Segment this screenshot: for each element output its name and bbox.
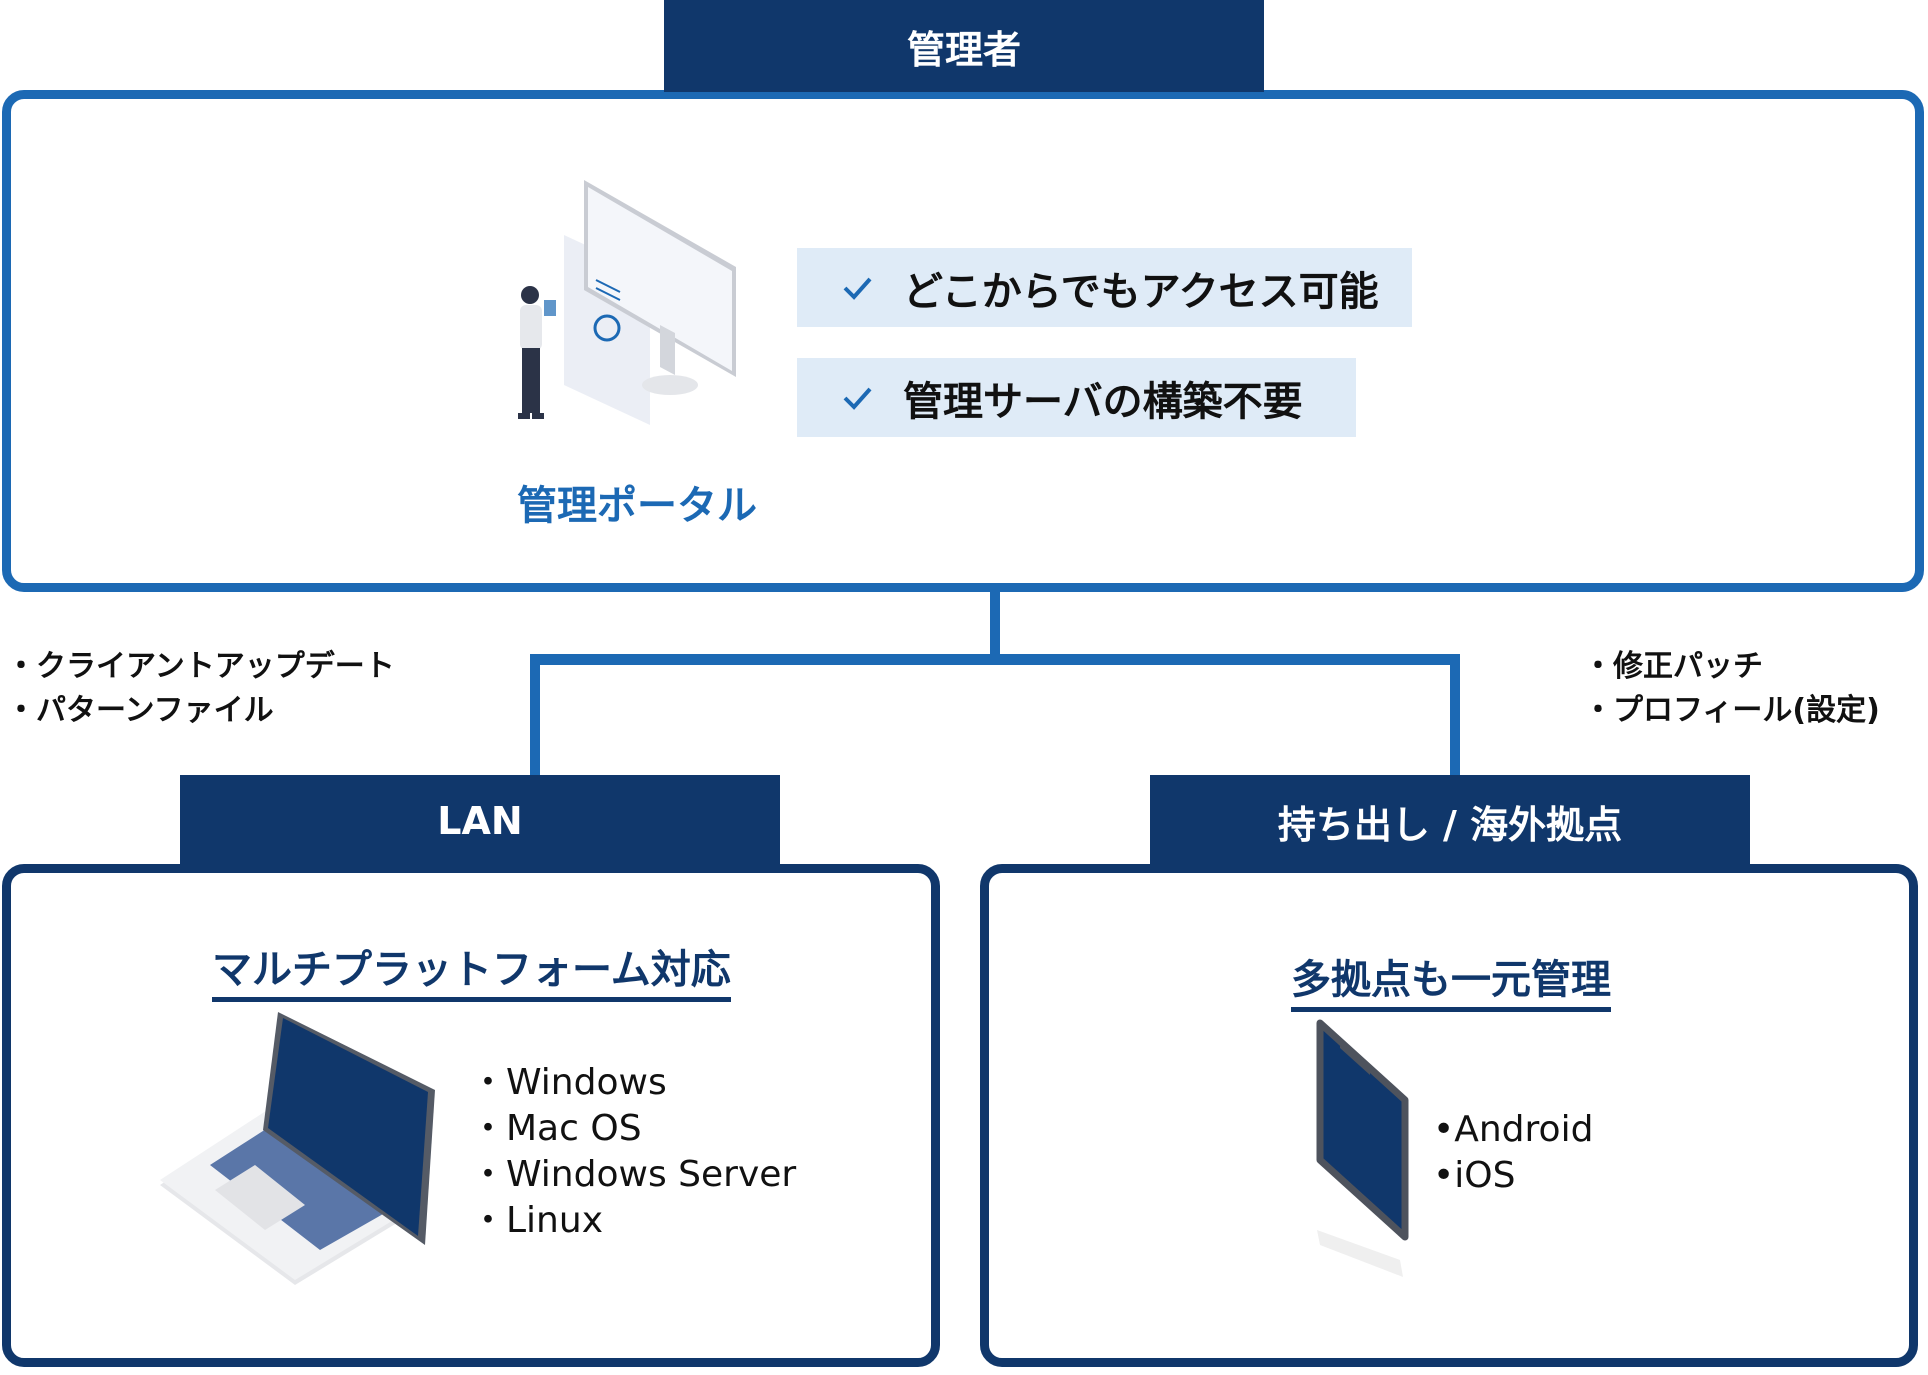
- feature-no-server: 管理サーバの構築不要: [797, 358, 1356, 437]
- lan-heading: マルチプラットフォーム対応: [212, 937, 731, 1002]
- connector-left: [530, 654, 540, 776]
- connector-trunk: [990, 590, 1000, 662]
- right-updates-list: ・修正パッチ ・プロフィール(設定): [1583, 645, 1880, 733]
- connector-right: [1450, 654, 1460, 776]
- check-icon: [843, 277, 872, 300]
- admin-panel: [2, 90, 1924, 592]
- os-item: •Android: [1433, 1109, 1594, 1150]
- os-item: ・Windows: [470, 1062, 667, 1103]
- update-item: ・修正パッチ: [1583, 649, 1763, 684]
- lan-tab: LAN: [180, 775, 780, 867]
- connector-horizontal: [530, 654, 1460, 665]
- portal-label: 管理ポータル: [517, 483, 757, 529]
- feature-text: 管理サーバの構築不要: [903, 378, 1303, 425]
- remote-panel: [980, 864, 1918, 1367]
- os-item: ・Mac OS: [470, 1108, 642, 1149]
- remote-tab: 持ち出し / 海外拠点: [1150, 775, 1750, 867]
- update-item: ・クライアントアップデート: [6, 649, 395, 684]
- lan-panel: [2, 864, 940, 1367]
- feature-text: どこからでもアクセス可能: [903, 268, 1379, 315]
- os-item: ・Windows Server: [470, 1154, 797, 1195]
- left-updates-list: ・クライアントアップデート ・パターンファイル: [6, 645, 395, 733]
- update-item: ・プロフィール(設定): [1583, 693, 1880, 728]
- remote-os-list: •Android •iOS: [1433, 1107, 1593, 1199]
- feature-anywhere-access: どこからでもアクセス可能: [797, 248, 1412, 327]
- admin-tab: 管理者: [664, 0, 1264, 92]
- smartphone-icon: [1316, 1019, 1409, 1277]
- update-item: ・パターンファイル: [6, 693, 274, 728]
- remote-heading: 多拠点も一元管理: [1291, 947, 1611, 1012]
- lan-os-list: ・Windows ・Mac OS ・Windows Server ・Linux: [470, 1060, 796, 1244]
- check-icon: [843, 387, 872, 410]
- os-item: ・Linux: [470, 1200, 603, 1241]
- laptop-icon: [160, 1012, 435, 1285]
- admin-portal-illustration-icon: [518, 180, 736, 425]
- os-item: •iOS: [1433, 1155, 1516, 1196]
